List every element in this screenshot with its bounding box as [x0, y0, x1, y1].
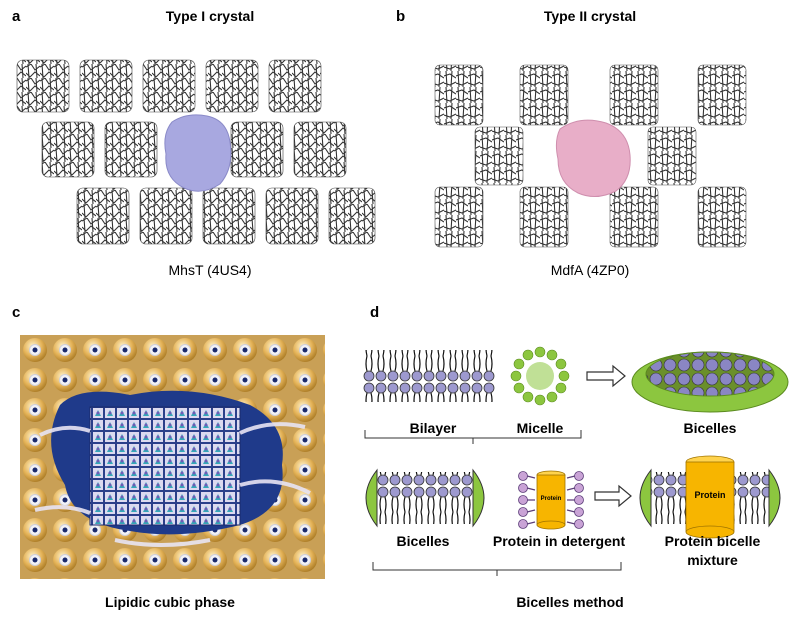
bicelle-disk-illustration — [631, 351, 789, 413]
label-bicelles-top: Bicelles — [683, 420, 737, 436]
panel-letter-d: d — [370, 304, 380, 321]
mhst-surface — [164, 114, 232, 192]
label-protein-large: Protein — [694, 490, 726, 500]
bicelle-side-illustration — [365, 468, 485, 528]
label-micelle: Micelle — [516, 420, 564, 436]
label-bicelles-bottom: Bicelles — [396, 533, 450, 549]
panel-d-caption: Bicelles method — [516, 594, 624, 610]
protein-bicelle-mixture-illustration — [639, 455, 781, 539]
protein-in-detergent-illustration — [518, 470, 584, 530]
panel-letter-b: b — [396, 8, 406, 25]
label-protein-in-detergent: Protein in detergent — [492, 533, 626, 549]
type-ii-crystal-lattice — [434, 64, 747, 248]
panel-a-title: Type I crystal — [165, 8, 255, 24]
label-protein-small: Protein — [540, 496, 562, 502]
grouping-bracket — [364, 430, 582, 444]
protein-ribbon-array — [434, 64, 747, 248]
panel-c-caption: Lipidic cubic phase — [105, 594, 235, 610]
panel-b-caption: MdfA (4ZP0) — [550, 262, 630, 278]
lipid-bilayer-ribbons — [34, 422, 311, 547]
bicelles-method-diagram — [363, 346, 789, 576]
panel-a-caption: MhsT (4US4) — [168, 262, 252, 278]
panel-b-title: Type II crystal — [543, 8, 637, 24]
protein-crystal-lattice — [89, 406, 241, 526]
grouping-bracket — [372, 562, 622, 576]
label-bilayer: Bilayer — [409, 420, 457, 436]
micelle-illustration — [510, 346, 570, 406]
type-i-crystal-lattice — [16, 59, 376, 245]
label-protein-bicelle-line2: mixture — [687, 552, 738, 568]
mdfa-surface — [555, 119, 631, 197]
bilayer-illustration — [363, 350, 495, 402]
panel-letter-a: a — [12, 8, 21, 25]
panel-letter-c: c — [12, 304, 21, 321]
lipidic-cubic-phase-illustration — [20, 335, 325, 579]
label-protein-bicelle-line1: Protein bicelle — [664, 533, 761, 549]
arrow-icon — [586, 364, 626, 388]
arrow-icon — [594, 484, 632, 508]
